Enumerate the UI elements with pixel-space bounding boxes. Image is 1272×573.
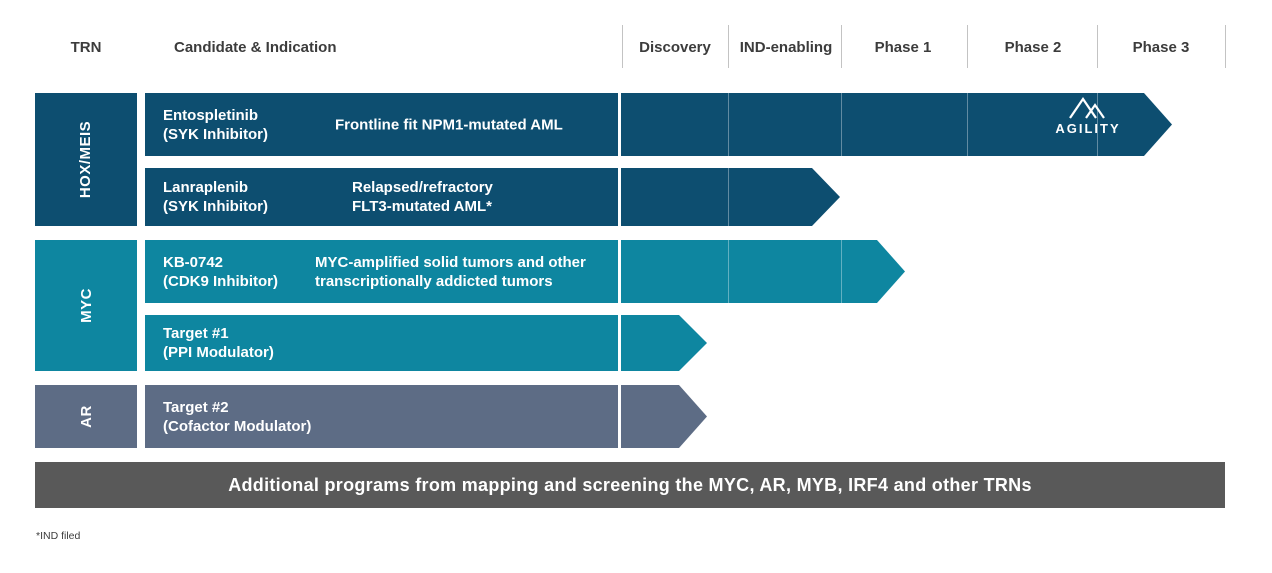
- indication-line: Relapsed/refractory: [352, 179, 493, 196]
- candidate-title: Entospletinib: [163, 106, 258, 124]
- indication: Relapsed/refractory FLT3-mutated AML*: [352, 178, 493, 216]
- candidate-name: Lanraplenib (SYK Inhibitor): [163, 178, 268, 216]
- trn-group-myc: MYC: [35, 240, 137, 371]
- header-ind-enabling: IND-enabling: [739, 39, 833, 56]
- candidate-title: Target #2: [163, 398, 229, 416]
- column-divider: [622, 25, 623, 68]
- header-phase-1: Phase 1: [874, 39, 932, 56]
- indication-line: transcriptionally addicted tumors: [315, 272, 553, 290]
- phase-arrow-target-2: [621, 385, 707, 448]
- column-divider: [1225, 25, 1226, 68]
- candidate-modality: (CDK9 Inhibitor): [163, 272, 278, 290]
- agility-badge-label: AGILITY: [1055, 121, 1121, 136]
- header-phase-2: Phase 2: [1004, 39, 1062, 56]
- candidate-box-kb-0742: KB-0742 (CDK9 Inhibitor) MYC-amplified s…: [145, 240, 618, 303]
- phase-gridline: [728, 90, 729, 452]
- trn-group-ar: AR: [35, 385, 137, 448]
- candidate-box-target-1: Target #1 (PPI Modulator): [145, 315, 618, 371]
- candidate-name: Target #1 (PPI Modulator): [163, 324, 274, 362]
- header-candidate: Candidate & Indication: [174, 39, 337, 56]
- candidate-name: KB-0742 (CDK9 Inhibitor): [163, 253, 278, 291]
- phase-gridline: [841, 90, 842, 452]
- indication-line: MYC-amplified solid tumors and other: [315, 253, 586, 271]
- header-discovery: Discovery: [639, 39, 711, 56]
- candidate-modality: (PPI Modulator): [163, 344, 274, 361]
- indication-line: Frontline fit NPM1-mutated AML: [335, 116, 563, 133]
- trn-group-label: MYC: [77, 288, 95, 323]
- phase-gridline: [1097, 90, 1098, 452]
- column-divider: [728, 25, 729, 68]
- trn-group-hox-meis: HOX/MEIS: [35, 93, 137, 226]
- candidate-name: Entospletinib (SYK Inhibitor): [163, 106, 268, 144]
- agility-badge: AGILITY: [1046, 96, 1130, 136]
- column-divider: [967, 25, 968, 68]
- candidate-box-entospletinib: Entospletinib (SYK Inhibitor) Frontline …: [145, 93, 618, 156]
- candidate-title: Target #1: [163, 325, 229, 342]
- additional-programs-text: Additional programs from mapping and scr…: [228, 474, 1032, 495]
- trn-group-label: AR: [77, 405, 95, 428]
- candidate-name: Target #2 (Cofactor Modulator): [163, 398, 311, 436]
- indication: MYC-amplified solid tumors and other tra…: [315, 253, 586, 291]
- agility-logo-icon: [1069, 97, 1105, 119]
- candidate-modality: (Cofactor Modulator): [163, 417, 312, 435]
- candidate-title: Lanraplenib: [163, 179, 249, 196]
- candidate-box-lanraplenib: Lanraplenib (SYK Inhibitor) Relapsed/ref…: [145, 168, 618, 226]
- phase-arrow-lanraplenib: [621, 168, 840, 226]
- candidate-modality: (SYK Inhibitor): [163, 125, 268, 143]
- indication-line: FLT3-mutated AML*: [352, 198, 492, 215]
- candidate-title: KB-0742: [163, 253, 224, 271]
- phase-gridline: [967, 90, 968, 452]
- phase-arrow-target-1: [621, 315, 707, 371]
- column-divider: [841, 25, 842, 68]
- trn-group-label: HOX/MEIS: [77, 120, 95, 199]
- additional-programs-banner: Additional programs from mapping and scr…: [35, 462, 1225, 508]
- candidate-modality: (SYK Inhibitor): [163, 198, 268, 215]
- candidate-box-target-2: Target #2 (Cofactor Modulator): [145, 385, 618, 448]
- indication: Frontline fit NPM1-mutated AML: [335, 115, 563, 134]
- header-trn: TRN: [70, 39, 102, 56]
- header-phase-3: Phase 3: [1132, 39, 1190, 56]
- phase-arrow-kb-0742: [621, 240, 905, 303]
- footnote-ind-filed: *IND filed: [36, 530, 81, 542]
- column-divider: [1097, 25, 1098, 68]
